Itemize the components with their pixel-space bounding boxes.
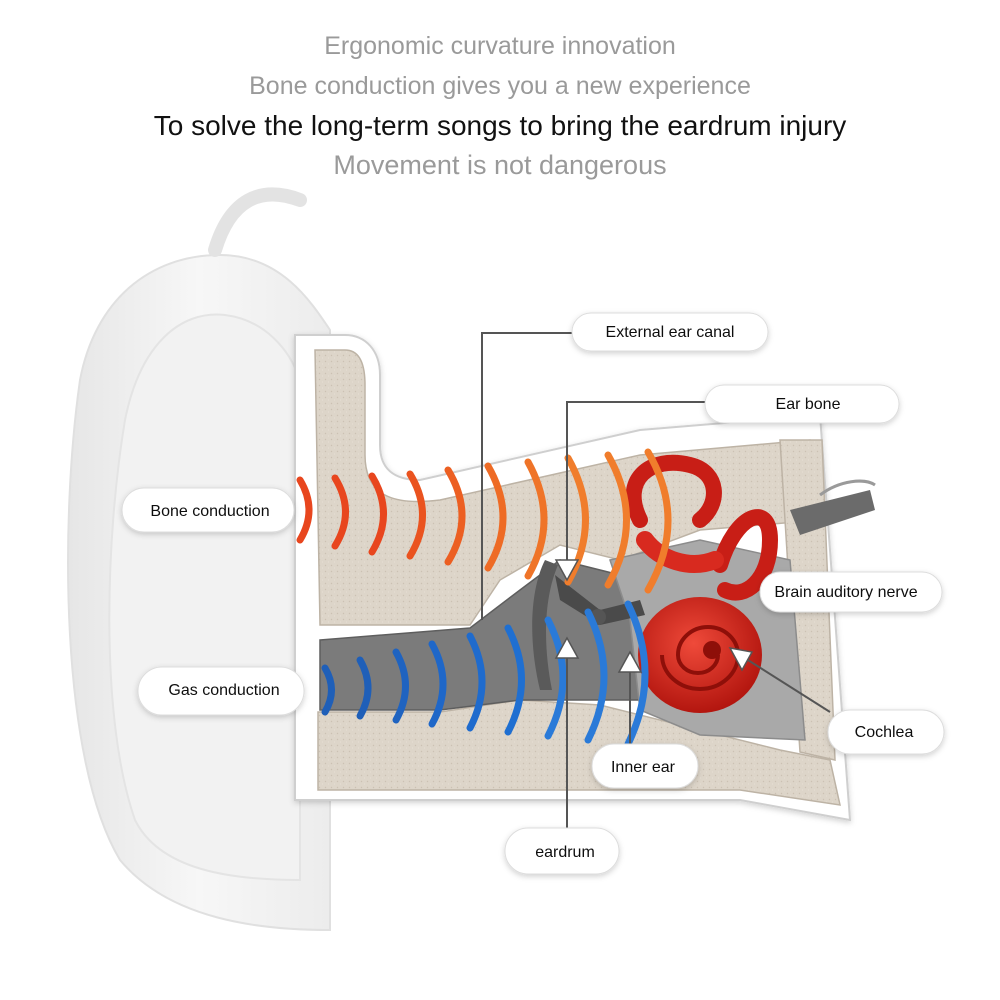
svg-text:eardrum: eardrum <box>535 844 595 861</box>
svg-text:Brain auditory nerve: Brain auditory nerve <box>774 584 917 601</box>
svg-text:External ear canal: External ear canal <box>606 324 735 341</box>
svg-text:Ear bone: Ear bone <box>776 396 841 413</box>
svg-text:Inner ear: Inner ear <box>611 759 676 776</box>
leader-arrowheads <box>554 559 754 673</box>
label-bone-conduction: Bone conduction <box>121 487 295 533</box>
label-cochlea: Cochlea <box>827 709 945 755</box>
bone-conduction-waves <box>296 448 672 594</box>
label-external-ear-canal: External ear canal <box>571 312 769 352</box>
headline-eardrum-injury: To solve the long-term songs to bring th… <box>153 110 847 141</box>
headline-movement: Movement is not dangerous <box>333 150 667 180</box>
outer-ear-illustration <box>67 187 331 932</box>
gas-conduction-waves <box>321 600 649 748</box>
headline-ergonomic: Ergonomic curvature innovation <box>324 32 676 60</box>
svg-text:Gas conduction: Gas conduction <box>168 682 279 699</box>
label-inner-ear: Inner ear <box>591 743 699 789</box>
label-brain-auditory-nerve: Brain auditory nerve <box>759 571 943 613</box>
svg-text:Cochlea: Cochlea <box>855 724 914 741</box>
label-gas-conduction: Gas conduction <box>137 666 305 716</box>
cochlea-illustration <box>625 454 779 713</box>
label-ear-bone: Ear bone <box>704 384 900 424</box>
label-eardrum: eardrum <box>504 827 620 875</box>
svg-text:Bone conduction: Bone conduction <box>150 503 269 520</box>
headline-bone-conduction: Bone conduction gives you a new experien… <box>249 72 751 100</box>
